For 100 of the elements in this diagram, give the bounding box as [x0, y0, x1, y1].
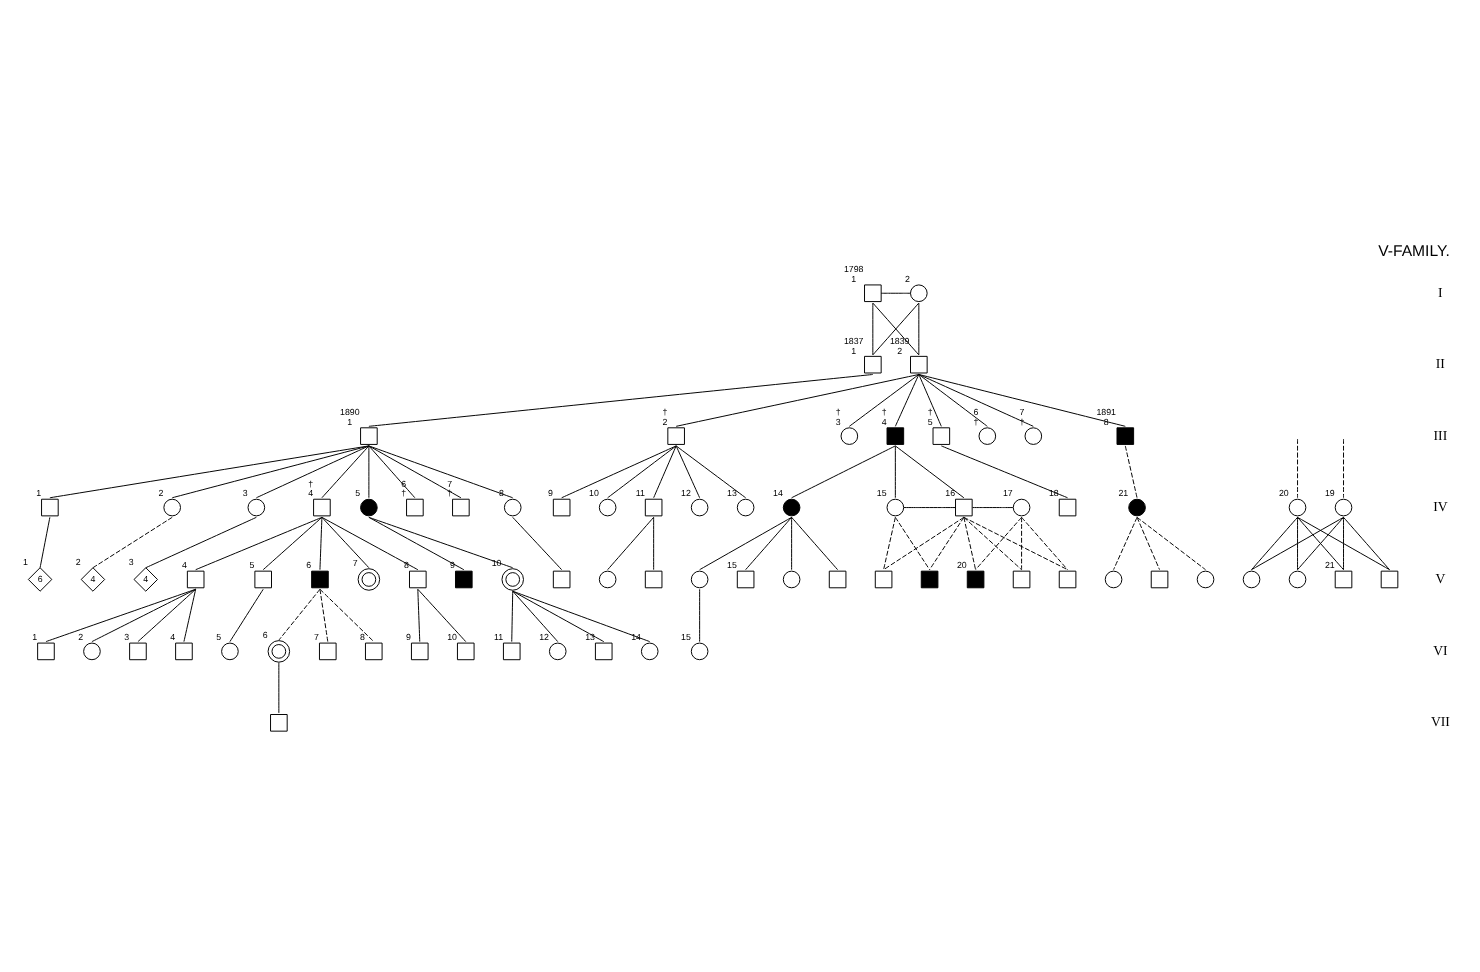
- connector: [417, 587, 467, 642]
- connector: [918, 373, 942, 426]
- connector: [512, 515, 563, 570]
- node-box: [406, 497, 424, 516]
- node-box: [736, 569, 755, 588]
- connector: [675, 444, 701, 498]
- node-box: [1116, 426, 1135, 444]
- connector: [137, 587, 197, 642]
- connector: [229, 587, 264, 642]
- node-box: [910, 354, 928, 373]
- connector: [368, 444, 416, 498]
- connector: [262, 515, 323, 570]
- connector: [1297, 515, 1344, 570]
- connector: [872, 301, 874, 355]
- connector: [963, 515, 977, 570]
- connector: [195, 515, 323, 570]
- node-box: [955, 497, 973, 516]
- node-circle: [690, 641, 709, 660]
- node-box: [502, 641, 521, 660]
- node-box: [594, 641, 613, 660]
- connector: [894, 515, 931, 570]
- connector: [512, 589, 651, 642]
- node-circle: [548, 641, 567, 660]
- node-box: [644, 497, 663, 516]
- node-circle: [978, 426, 997, 444]
- node-box: [455, 569, 473, 588]
- connector: [1021, 515, 1023, 570]
- node-box: [37, 641, 55, 660]
- node-circle: [360, 497, 378, 516]
- node-box: [270, 713, 288, 731]
- connector: [975, 515, 1023, 570]
- node-box: [311, 569, 329, 588]
- node-circle: [1024, 426, 1043, 444]
- connector: [675, 373, 920, 426]
- node-circle: [886, 497, 905, 516]
- connector: [903, 506, 956, 508]
- connector: [699, 515, 793, 570]
- connector: [699, 587, 701, 642]
- connector: [368, 444, 370, 498]
- node-box: [886, 426, 905, 444]
- node-circle: [163, 497, 181, 516]
- connector: [918, 373, 1034, 426]
- node-circle: [1242, 569, 1261, 588]
- connector: [183, 587, 197, 642]
- connector: [607, 444, 677, 498]
- node-box: [552, 569, 571, 588]
- node-circle: [1334, 497, 1353, 516]
- node-box: [364, 641, 383, 660]
- connector: [512, 589, 559, 642]
- connector: [92, 515, 173, 568]
- connector: [791, 444, 896, 498]
- connector: [872, 301, 920, 355]
- node-box: [313, 497, 331, 516]
- connector: [39, 515, 51, 568]
- node-circle: [598, 569, 617, 588]
- node-circle: [736, 497, 755, 516]
- node-circle: [598, 497, 617, 516]
- connector: [278, 587, 321, 640]
- node-box: [966, 569, 985, 588]
- diagram-title: V-FAMILY.: [1378, 241, 1450, 260]
- node-box: [1150, 569, 1169, 588]
- connector: [940, 444, 1069, 498]
- connector: [417, 587, 421, 642]
- connector: [963, 515, 1023, 570]
- node-box: [254, 569, 272, 588]
- node-circle: [690, 569, 709, 588]
- node-circle: [910, 283, 928, 302]
- connector: [321, 444, 370, 498]
- connector: [963, 515, 1069, 570]
- connector: [45, 587, 197, 642]
- connector: [1251, 515, 1298, 570]
- node-box: [186, 569, 205, 588]
- connector: [1251, 515, 1344, 570]
- connector: [791, 515, 839, 570]
- node-box: [1012, 569, 1031, 588]
- connector: [91, 587, 197, 642]
- node-box: [1058, 497, 1077, 516]
- connector: [368, 515, 465, 570]
- connector: [918, 301, 920, 355]
- connector: [278, 661, 280, 713]
- node-box: [360, 426, 378, 444]
- node-box: [129, 641, 147, 660]
- node-box: [644, 569, 663, 588]
- connector: [918, 373, 1126, 426]
- connector: [49, 444, 370, 498]
- connector: [171, 444, 370, 498]
- connector: [319, 587, 375, 642]
- connector: [1297, 515, 1390, 570]
- node-box: [318, 641, 337, 660]
- node-circle: [1288, 569, 1307, 588]
- connector: [894, 444, 965, 498]
- connector: [319, 587, 329, 642]
- connector: [883, 515, 896, 570]
- node-circle: [1196, 569, 1215, 588]
- connector: [368, 444, 462, 498]
- connector: [512, 589, 605, 642]
- node-circle: [221, 641, 239, 660]
- connector: [319, 515, 323, 570]
- connector: [561, 444, 677, 498]
- connector: [255, 444, 370, 498]
